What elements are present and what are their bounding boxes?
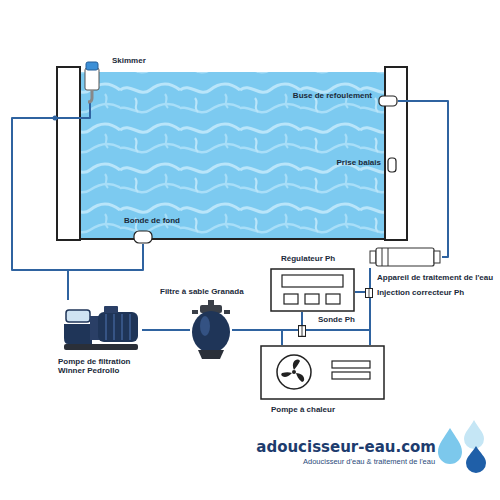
part-label: Bonde de fond: [124, 216, 180, 225]
broom-inlet-icon: [387, 157, 397, 173]
skimmer: Skimmer: [83, 60, 101, 102]
filtration-pump: Pompe de filtration Winner Pedrollo: [62, 300, 142, 352]
watermark-site: adoucisseur-eau.com: [256, 438, 436, 456]
ph-probe: Sonde Ph: [298, 325, 306, 337]
pipe-connector: [68, 244, 143, 300]
broom-inlet: Prise balais: [387, 157, 397, 173]
nozzle-icon: [378, 95, 398, 107]
return-nozzle: Buse de refoulement: [378, 95, 398, 107]
regulator-panel: [270, 268, 355, 312]
pipe-connector: [369, 268, 371, 345]
floor-drain: Bonde de fond: [133, 230, 153, 244]
skimmer-icon: [83, 60, 101, 102]
pipe-fitting: [298, 325, 306, 337]
pool-wall: [57, 67, 80, 240]
part-label: Buse de refoulement: [293, 91, 372, 100]
drain-icon: [133, 230, 153, 244]
pool-floor: [80, 238, 385, 240]
part-label: Appareil de traitement de l'eau: [377, 273, 493, 282]
part-label: Filtre à sable Granada: [160, 287, 244, 296]
ph-injection: Injection correcteur Ph: [365, 288, 373, 298]
water-drops-logo: [438, 420, 486, 473]
part-label: Prise balais: [337, 158, 381, 167]
filtration-pump-icon: [62, 300, 142, 352]
pipe-connector: [398, 101, 448, 257]
part-label: Régulateur Ph: [281, 254, 335, 263]
sand-filter-icon: [190, 300, 232, 360]
part-label: Pompe de filtration Winner Pedrollo: [58, 357, 150, 375]
part-label: Injection correcteur Ph: [377, 288, 464, 297]
sand-filter: Filtre à sable Granada: [190, 300, 232, 360]
treatment-device: Appareil de traitement de l'eau: [368, 246, 442, 268]
part-label: Skimmer: [112, 56, 146, 65]
part-label: Sonde Ph: [318, 315, 355, 324]
pipe-connector: [355, 291, 365, 293]
pipe-connector: [232, 330, 282, 345]
pipe-fitting: [365, 288, 373, 298]
treatment-device-icon: [368, 246, 442, 268]
pool-water: [80, 72, 385, 238]
heat-pump-icon: [260, 345, 385, 400]
part-label: Pompe à chaleur: [271, 405, 335, 414]
pipe-connector: [142, 329, 190, 331]
watermark-tagline: Adoucisseur d'eau & traitement de l'eau: [303, 457, 435, 466]
pipe: [282, 329, 370, 331]
heat-pump: Pompe à chaleur: [260, 345, 385, 400]
pipe-connector: [301, 312, 303, 325]
pool-wall: [385, 67, 407, 240]
ph-regulator: Régulateur Ph: [270, 268, 355, 312]
